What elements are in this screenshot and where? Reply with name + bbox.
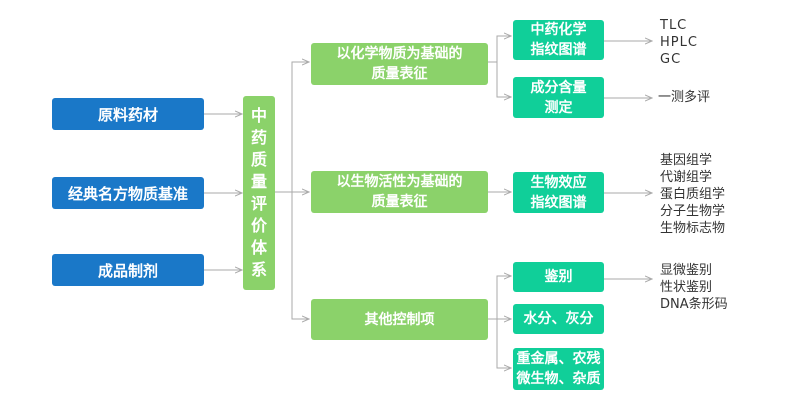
- box-text-line: 重金属、农残: [516, 351, 601, 367]
- connector-center-branch: [275, 61, 307, 320]
- details-content-assay: 一测多评: [658, 89, 710, 106]
- center-text-char: 药: [250, 128, 267, 147]
- detail-item: 基因组学: [660, 153, 713, 168]
- center-text-char: 体: [250, 238, 267, 257]
- details-bio-fingerprint: 基因组学代谢组学蛋白质组学分子生物学生物标志物: [660, 152, 725, 237]
- center-text-char: 系: [250, 260, 267, 279]
- leaf-bio-fingerprint: 生物效应指纹图谱: [513, 172, 604, 213]
- detail-item: 性状鉴别: [660, 280, 713, 295]
- branch-other-controls: 其他控制项: [311, 299, 488, 340]
- detail-item: DNA条形码: [660, 297, 728, 312]
- detail-item: 生物标志物: [660, 221, 726, 236]
- input-finished-preparation: 成品制剂: [52, 254, 204, 286]
- leaf-chemical-fingerprint: 中药化学指纹图谱: [513, 20, 604, 60]
- detail-item: 分子生物学: [660, 204, 726, 219]
- box-text-line: 以生物活性为基础的: [336, 174, 463, 190]
- box-text-line: 生物效应: [530, 174, 587, 191]
- detail-item: GC: [660, 52, 682, 67]
- detail-item: 蛋白质组学: [660, 187, 726, 202]
- detail-item: 显微鉴别: [660, 263, 713, 278]
- box-text-line: 指纹图谱: [530, 42, 587, 58]
- detail-item: 代谢组学: [660, 170, 713, 185]
- connector-branch1-leaves: [488, 35, 509, 98]
- detail-item: HPLC: [660, 35, 698, 50]
- leaf-content-assay: 成分含量测定: [513, 77, 604, 118]
- box-text-line: 成分含量: [530, 79, 587, 96]
- box-text-line: 其他控制项: [364, 311, 435, 328]
- center-text-char: 质: [250, 150, 267, 169]
- box-text-line: 测定: [544, 99, 573, 116]
- box-text-line: 中药化学: [530, 22, 587, 38]
- connector-branch3-leaves: [488, 275, 509, 369]
- box-text-line: 质量表征: [371, 66, 428, 82]
- center-text-char: 量: [250, 172, 267, 191]
- center-text-char: 中: [250, 106, 267, 125]
- detail-item: 一测多评: [658, 90, 711, 105]
- box-text-line: 微生物、杂质: [516, 371, 601, 387]
- input-raw-herbs: 原料药材: [52, 98, 204, 130]
- details-chem-fingerprint: TLC HPLC GC: [660, 17, 698, 68]
- branch-bioactivity: 以生物活性为基础的质量表征: [311, 171, 488, 213]
- center-quality-system: 中药质量评价体系: [243, 96, 275, 290]
- details-identification: 显微鉴别性状鉴别 DNA条形码: [660, 262, 728, 313]
- detail-item: TLC: [660, 18, 688, 33]
- leaf-water-ash: 水分、灰分: [513, 304, 604, 334]
- branch-chemical: 以化学物质为基础的质量表征: [311, 43, 488, 85]
- input-classic-formula-standard: 经典名方物质基准: [52, 177, 204, 209]
- leaf-contaminants: 重金属、农残微生物、杂质: [513, 348, 604, 390]
- center-text-char: 价: [250, 216, 267, 235]
- box-text-line: 质量表征: [371, 194, 428, 210]
- box-text-line: 指纹图谱: [530, 194, 587, 211]
- center-text-char: 评: [250, 194, 267, 213]
- box-text-line: 以化学物质为基础的: [336, 46, 463, 62]
- leaf-identification: 鉴别: [513, 262, 604, 292]
